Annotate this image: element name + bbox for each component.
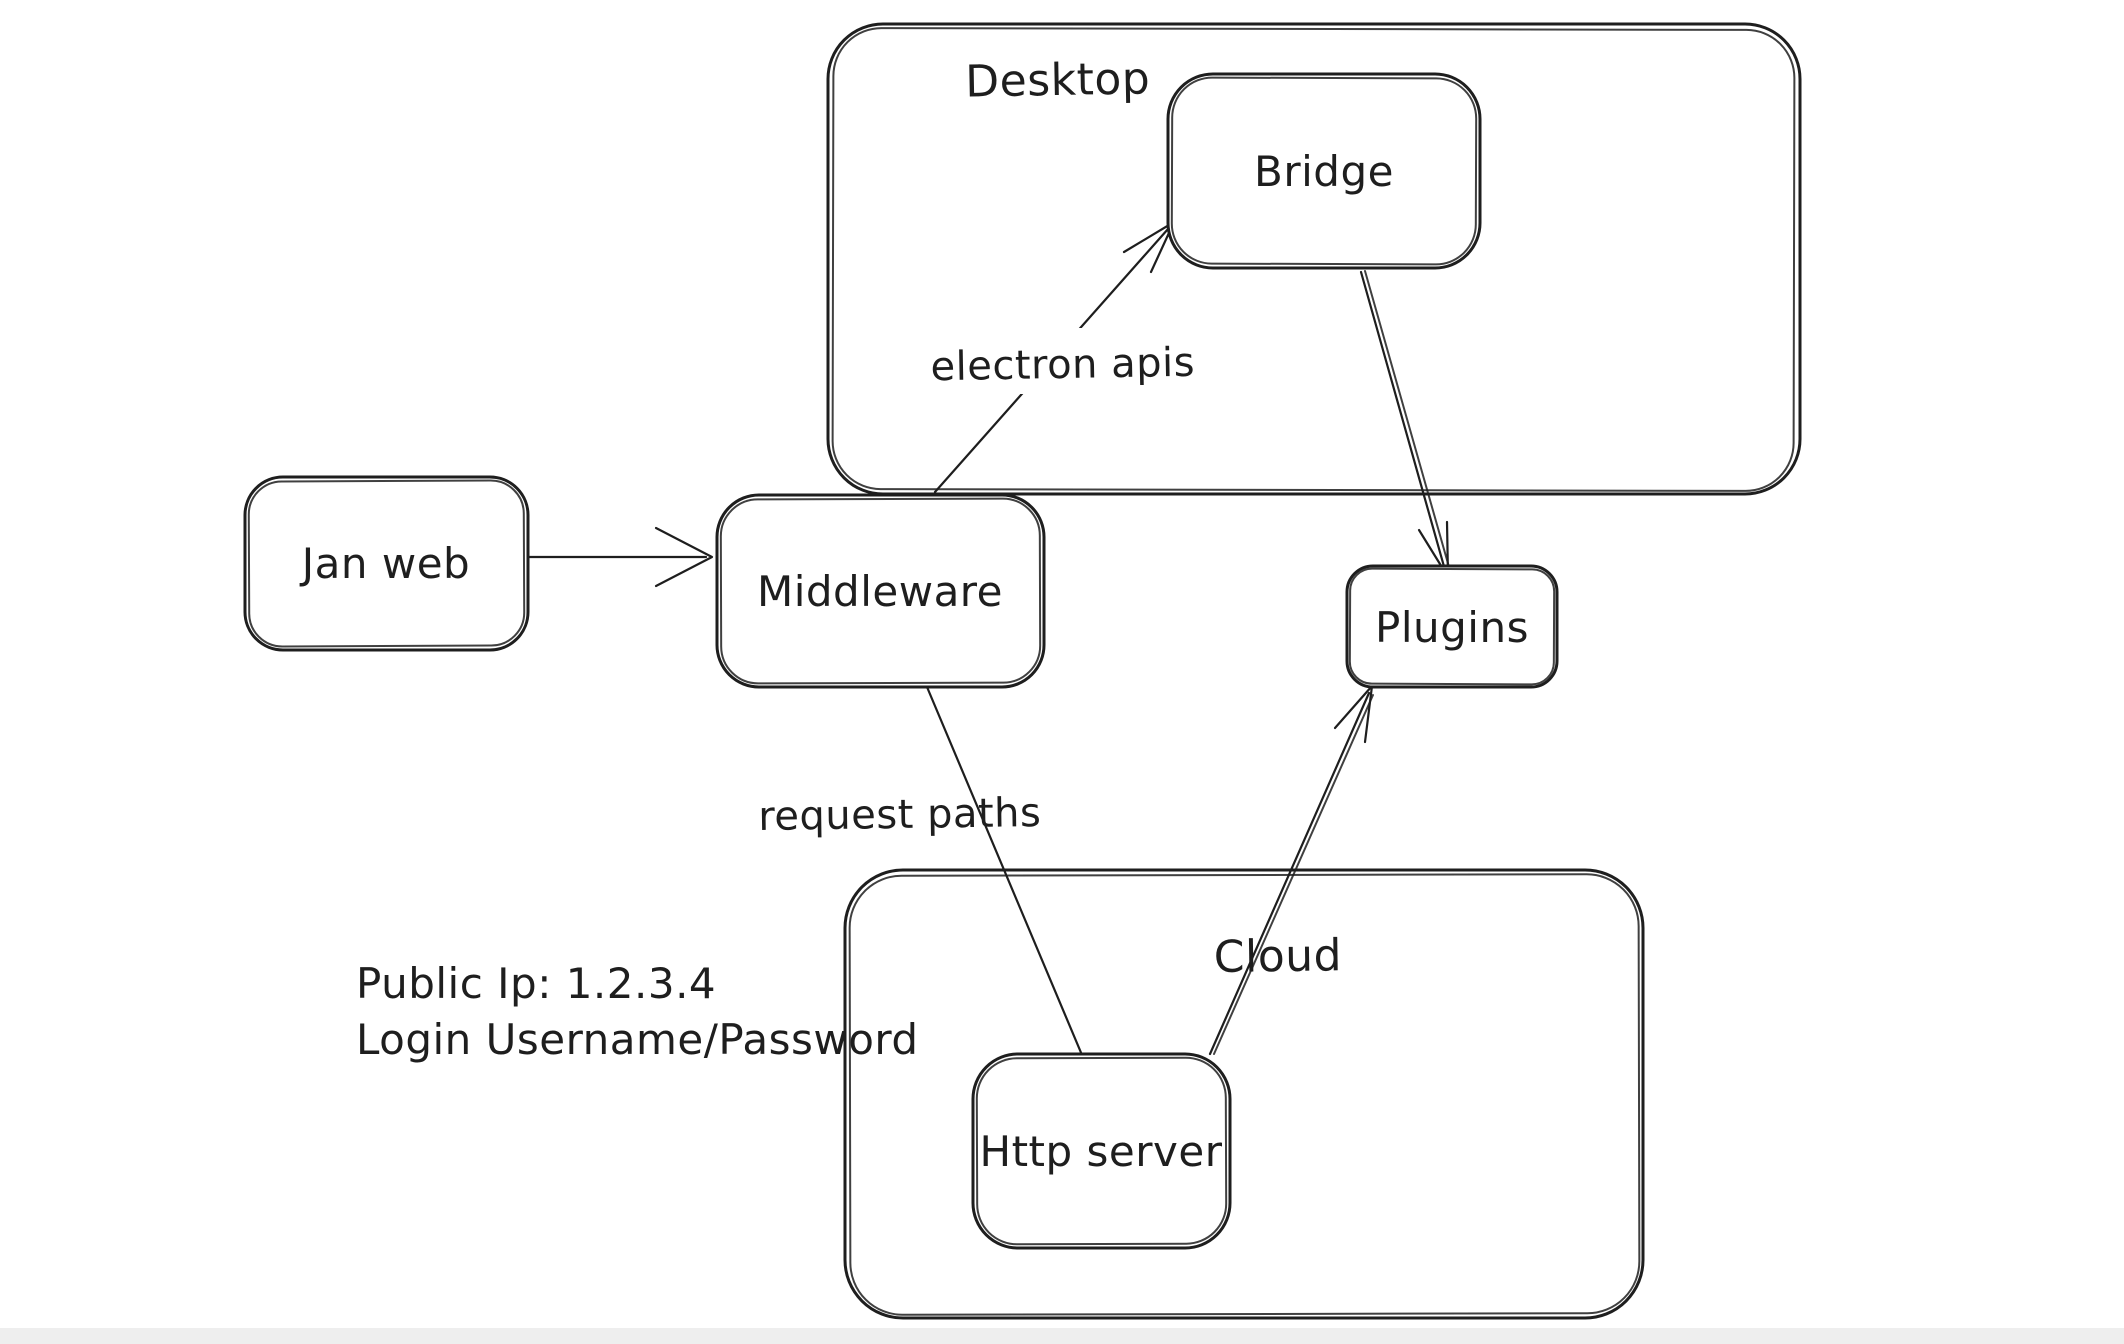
jan-web-box[interactable]	[243, 475, 530, 652]
desktop-box[interactable]	[826, 22, 1802, 496]
edge-bridge-to-plugins[interactable]	[1359, 270, 1450, 579]
edge-line	[1359, 270, 1447, 572]
cloud-box-sketch-stroke	[848, 873, 1641, 1316]
cloud-container-label[interactable]: Cloud	[1213, 930, 1342, 983]
middleware-box-sketch-stroke	[719, 497, 1042, 685]
desktop-container-label[interactable]: Desktop	[965, 53, 1151, 107]
annotation-line-public-ip[interactable]: Public Ip: 1.2.3.4	[356, 959, 716, 1008]
node-jan-web[interactable]: Jan web	[243, 475, 530, 652]
cloud-box[interactable]	[843, 868, 1645, 1320]
http-server-box[interactable]	[971, 1052, 1232, 1250]
edge-label-mask	[922, 328, 1202, 394]
arrowhead-icon	[1333, 684, 1374, 744]
middleware-label[interactable]: Middleware	[757, 567, 1003, 616]
http-server-label[interactable]: Http server	[980, 1127, 1223, 1176]
edge-middleware-to-bridge[interactable]: electron apis	[922, 220, 1202, 494]
edge-line	[925, 685, 1084, 1057]
desktop-box-sketch-stroke	[831, 27, 1796, 492]
plugins-label[interactable]: Plugins	[1375, 603, 1529, 652]
plugins-box[interactable]	[1345, 564, 1559, 689]
node-http-server[interactable]: Http server	[971, 1052, 1232, 1250]
arrowhead-icon	[654, 526, 714, 588]
container-cloud[interactable]	[843, 868, 1645, 1320]
http-server-box-sketch-stroke	[975, 1056, 1228, 1246]
edge-line	[1208, 691, 1371, 1056]
bridge-label[interactable]: Bridge	[1254, 147, 1394, 196]
node-bridge[interactable]: Bridge	[1166, 72, 1482, 270]
edge-label-request-paths[interactable]: request paths	[758, 790, 1042, 840]
edge-line-sketch-stroke	[1364, 270, 1450, 568]
jan-web-box-sketch-stroke	[247, 479, 526, 648]
edge-jan-web-to-middleware[interactable]	[526, 526, 714, 588]
edge-middleware-to-http-server[interactable]: request paths	[758, 685, 1084, 1057]
annotation-line-login[interactable]: Login Username/Password	[356, 1015, 919, 1064]
container-desktop[interactable]	[826, 22, 1802, 496]
jan-web-label[interactable]: Jan web	[299, 539, 470, 588]
edge-label-electron-apis[interactable]: electron apis	[930, 340, 1195, 391]
middleware-box[interactable]	[715, 493, 1046, 689]
node-middleware[interactable]: Middleware	[715, 493, 1046, 689]
canvas-bottom-edge	[0, 1328, 2124, 1344]
node-plugins[interactable]: Plugins	[1345, 564, 1559, 689]
edge-line-sketch-stroke	[1213, 694, 1374, 1055]
bridge-box-sketch-stroke	[1170, 76, 1478, 266]
annotation-cloud-credentials[interactable]: Public Ip: 1.2.3.4 Login Username/Passwo…	[356, 959, 919, 1064]
plugins-box-sketch-stroke	[1348, 567, 1556, 686]
bridge-box[interactable]	[1166, 72, 1482, 270]
